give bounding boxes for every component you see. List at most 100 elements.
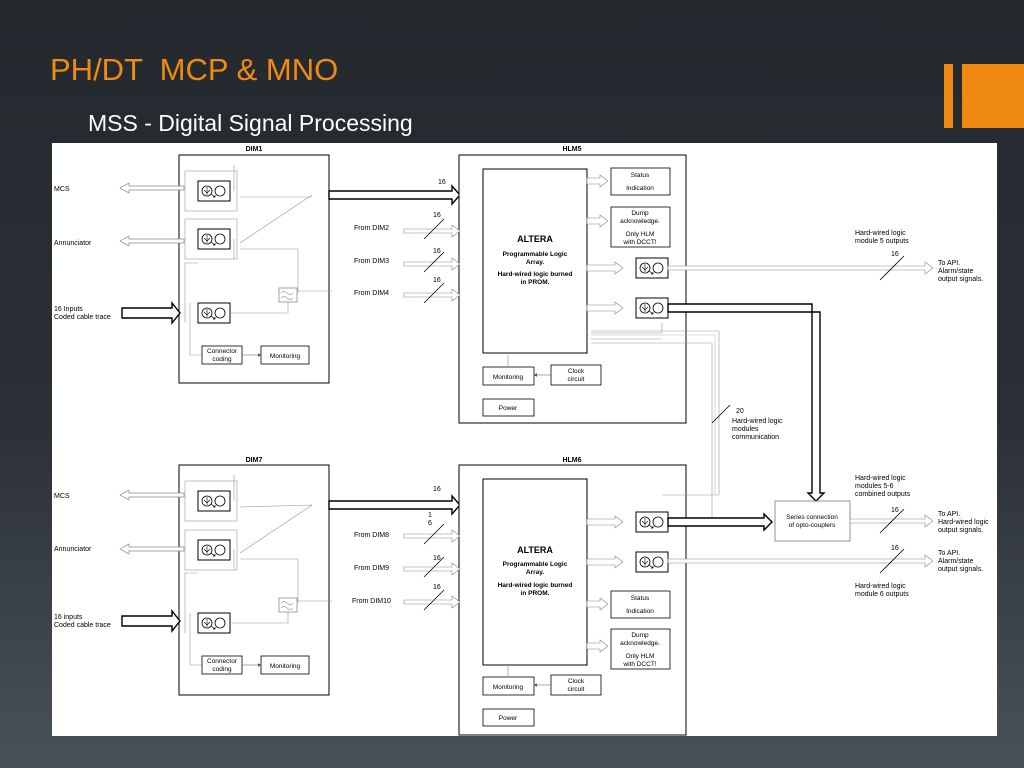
dim1-mcs-label: MCS (54, 186, 70, 193)
svg-text:16: 16 (891, 545, 899, 552)
accent-bar-wide (962, 64, 1024, 128)
svg-text:with DCCT!: with DCCT! (622, 239, 656, 246)
hlm5-opto-2 (635, 297, 669, 319)
svg-text:acknowledge.: acknowledge. (620, 218, 660, 225)
svg-text:Power: Power (499, 405, 518, 412)
dim1-opto-input (197, 302, 231, 324)
dim1-module: DIM1 Connector coding Monitoring (178, 146, 332, 384)
svg-text:Indication: Indication (626, 185, 654, 192)
hlm5-inputs: 16 From DIM2 16 From DIM3 16 From DIM4 (354, 212, 461, 304)
svg-text:Hard-wired logic: Hard-wired logic (938, 519, 989, 526)
from-dim9-label: From DIM9 (354, 565, 389, 572)
combined-outputs-label: Hard-wired logic (855, 475, 906, 482)
api3-label: To API. (938, 550, 960, 557)
hlm5-altera-box (482, 168, 588, 354)
svg-text:coding: coding (212, 666, 232, 673)
hlm5-module: HLM5 ALTERA Programmable Logic Array. Ha… (458, 146, 687, 424)
dim7-opto-input (197, 612, 231, 634)
svg-text:module 6 outputs: module 6 outputs (855, 591, 909, 598)
svg-text:Hard-wired logic burned: Hard-wired logic burned (498, 271, 573, 278)
svg-text:6: 6 (428, 520, 432, 527)
hlm5-series-bus (667, 303, 826, 502)
dim7-annunciator-label: Annunciator (54, 546, 92, 553)
svg-text:16: 16 (433, 212, 441, 219)
dim1-input-label: 16 Inputs (54, 306, 83, 313)
hlm5-power-box (482, 398, 535, 417)
svg-text:module 5 outputs: module 5 outputs (855, 238, 909, 245)
hlm6-power-box (482, 708, 535, 727)
dim1-output-arrows: MCS Annunciator 16 Inputs Coded cable tr… (54, 182, 185, 325)
svg-text:Alarm/state: Alarm/state (938, 558, 974, 565)
hlm5-opto-1 (635, 257, 669, 279)
svg-text:output signals.: output signals. (938, 527, 983, 534)
svg-text:16: 16 (891, 251, 899, 258)
hlm6-series-bus (667, 512, 773, 532)
hlm6-opto-1 (635, 511, 669, 533)
hlm6-inputs: 1 6 From DIM8 16 From DIM9 16 From DIM10 (352, 512, 461, 611)
dim7-opto-mcs (197, 490, 231, 512)
svg-text:Power: Power (499, 715, 518, 722)
svg-text:Coded cable trace: Coded cable trace (54, 622, 111, 629)
svg-text:Dump: Dump (631, 632, 649, 639)
svg-text:Series connection: Series connection (786, 514, 838, 521)
svg-text:Clock: Clock (568, 368, 585, 375)
hlm6-altera-box (482, 478, 588, 666)
svg-text:circuit: circuit (568, 376, 585, 383)
svg-text:Array.: Array. (526, 259, 545, 266)
from-dim4-label: From DIM4 (354, 290, 389, 297)
svg-text:16: 16 (891, 507, 899, 514)
hlm5-status-box (610, 167, 671, 196)
hlm6-module: HLM6 ALTERA Programmable Logic Array. Ha… (458, 457, 687, 736)
svg-text:in PROM.: in PROM. (521, 279, 550, 286)
hlm6-dump-box (610, 628, 671, 670)
svg-text:Clock: Clock (568, 678, 585, 685)
dim1-annunciator-label: Annunciator (54, 240, 92, 247)
accent-bar-thin (944, 64, 953, 128)
svg-text:in PROM.: in PROM. (521, 590, 550, 597)
svg-text:output signals.: output signals. (938, 566, 983, 573)
hlm5-dump-box (610, 206, 671, 248)
svg-text:Monitoring: Monitoring (270, 663, 301, 670)
svg-text:acknowledge.: acknowledge. (620, 640, 660, 647)
dim1-label: DIM1 (246, 146, 263, 153)
svg-text:Indication: Indication (626, 608, 654, 615)
svg-text:modules: modules (732, 426, 759, 433)
dim7-hlm6-bus (328, 494, 461, 516)
svg-text:Alarm/state: Alarm/state (938, 268, 974, 275)
hlm5-label: HLM5 (562, 146, 581, 153)
dim7-input-label: 16 inputs (54, 614, 83, 621)
slide-subtitle: MSS - Digital Signal Processing (88, 110, 413, 136)
hlm6-opto-2 (635, 551, 669, 573)
diagram-panel: DIM1 Connector coding Monitoring MCS Ann… (52, 143, 997, 736)
svg-text:output signals.: output signals. (938, 276, 983, 283)
svg-text:coding: coding (212, 356, 232, 363)
svg-text:Status: Status (631, 595, 650, 602)
dim7-label: DIM7 (246, 457, 263, 464)
api1-label: To API. (938, 260, 960, 267)
dim7-mcs-label: MCS (54, 493, 70, 500)
hlm5-api-arrow (667, 261, 934, 275)
svg-text:with DCCT!: with DCCT! (622, 661, 656, 668)
series-connection-box (774, 500, 851, 542)
svg-text:Monitoring: Monitoring (493, 684, 524, 691)
svg-text:Dump: Dump (631, 210, 649, 217)
svg-text:20: 20 (736, 408, 744, 415)
svg-text:Monitoring: Monitoring (270, 353, 301, 360)
svg-text:of opto-couplers: of opto-couplers (789, 522, 836, 529)
svg-text:Programmable Logic: Programmable Logic (503, 251, 568, 258)
svg-text:modules 5-6: modules 5-6 (855, 483, 894, 490)
svg-text:combined outputs: combined outputs (855, 491, 911, 498)
block-diagram: DIM1 Connector coding Monitoring MCS Ann… (54, 146, 989, 736)
from-dim8-label: From DIM8 (354, 532, 389, 539)
svg-text:Only HLM: Only HLM (626, 653, 655, 660)
svg-text:Hard-wired logic burned: Hard-wired logic burned (498, 582, 573, 589)
svg-text:16: 16 (433, 486, 441, 493)
slide-title: PH/DT MCP & MNO (50, 52, 339, 87)
comm-label: Hard-wired logic (732, 418, 783, 425)
from-dim3-label: From DIM3 (354, 258, 389, 265)
dim1-opto-annunciator (197, 228, 231, 250)
dim1-hlm5-bus (328, 184, 461, 206)
hlm6-label: HLM6 (562, 457, 581, 464)
svg-text:16: 16 (438, 179, 446, 186)
from-dim10-label: From DIM10 (352, 598, 391, 605)
